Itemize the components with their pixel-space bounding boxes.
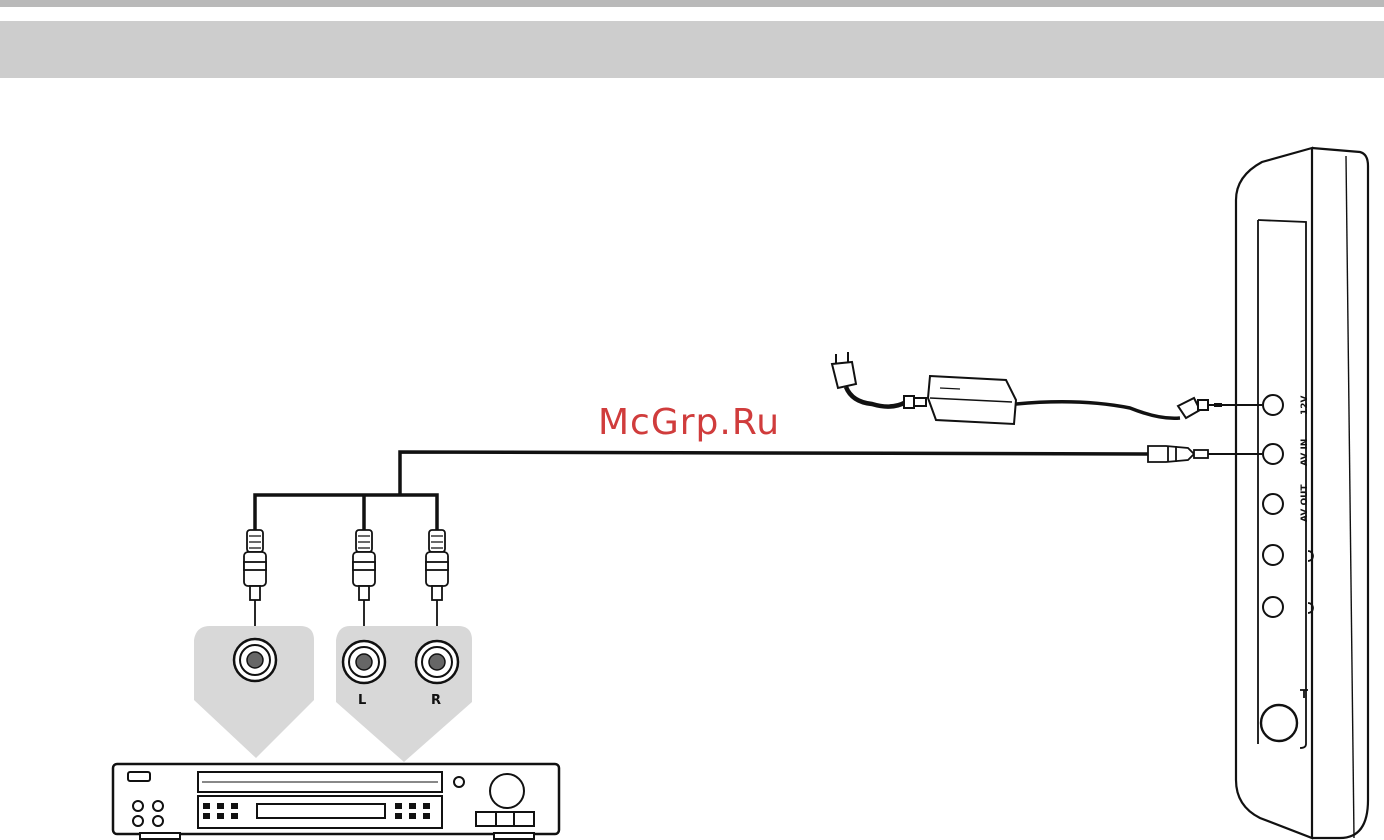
audio-out-jack-right[interactable] bbox=[414, 639, 460, 685]
top-rule bbox=[0, 0, 1384, 7]
av-out-jack[interactable] bbox=[1262, 493, 1284, 515]
av-out-label: AV OUT bbox=[1300, 484, 1310, 522]
headphone-icon-1 bbox=[1307, 550, 1314, 562]
headphone-icon-2 bbox=[1307, 602, 1314, 614]
portable-player bbox=[1234, 146, 1370, 840]
dc-in-jack[interactable] bbox=[1262, 394, 1284, 416]
right-channel-label: R bbox=[431, 693, 441, 708]
video-out-jack[interactable] bbox=[232, 637, 278, 683]
av-plug-body bbox=[1147, 445, 1196, 463]
dc-in-label: 12V bbox=[1300, 395, 1310, 415]
video-jack-panel bbox=[194, 626, 314, 758]
power-adapter bbox=[830, 352, 1262, 426]
power-symbol-icon bbox=[1300, 689, 1308, 698]
wall-plug-icon bbox=[830, 360, 858, 390]
audio-out-jack-left[interactable] bbox=[341, 639, 387, 685]
headphone-jack-1[interactable] bbox=[1262, 544, 1284, 566]
rca-plug-video bbox=[243, 529, 267, 658]
rca-plug-left bbox=[352, 529, 376, 658]
left-channel-label: L bbox=[358, 693, 366, 708]
watermark-text: McGrp.Ru bbox=[598, 402, 780, 443]
player-ports bbox=[1259, 394, 1299, 743]
av-cable bbox=[253, 445, 1262, 530]
av-in-jack[interactable] bbox=[1262, 443, 1284, 465]
header-band bbox=[0, 21, 1384, 78]
source-device bbox=[111, 762, 561, 840]
power-switch[interactable] bbox=[1259, 703, 1299, 743]
av-in-label: AV IN bbox=[1300, 439, 1310, 466]
headphone-jack-2[interactable] bbox=[1262, 596, 1284, 618]
